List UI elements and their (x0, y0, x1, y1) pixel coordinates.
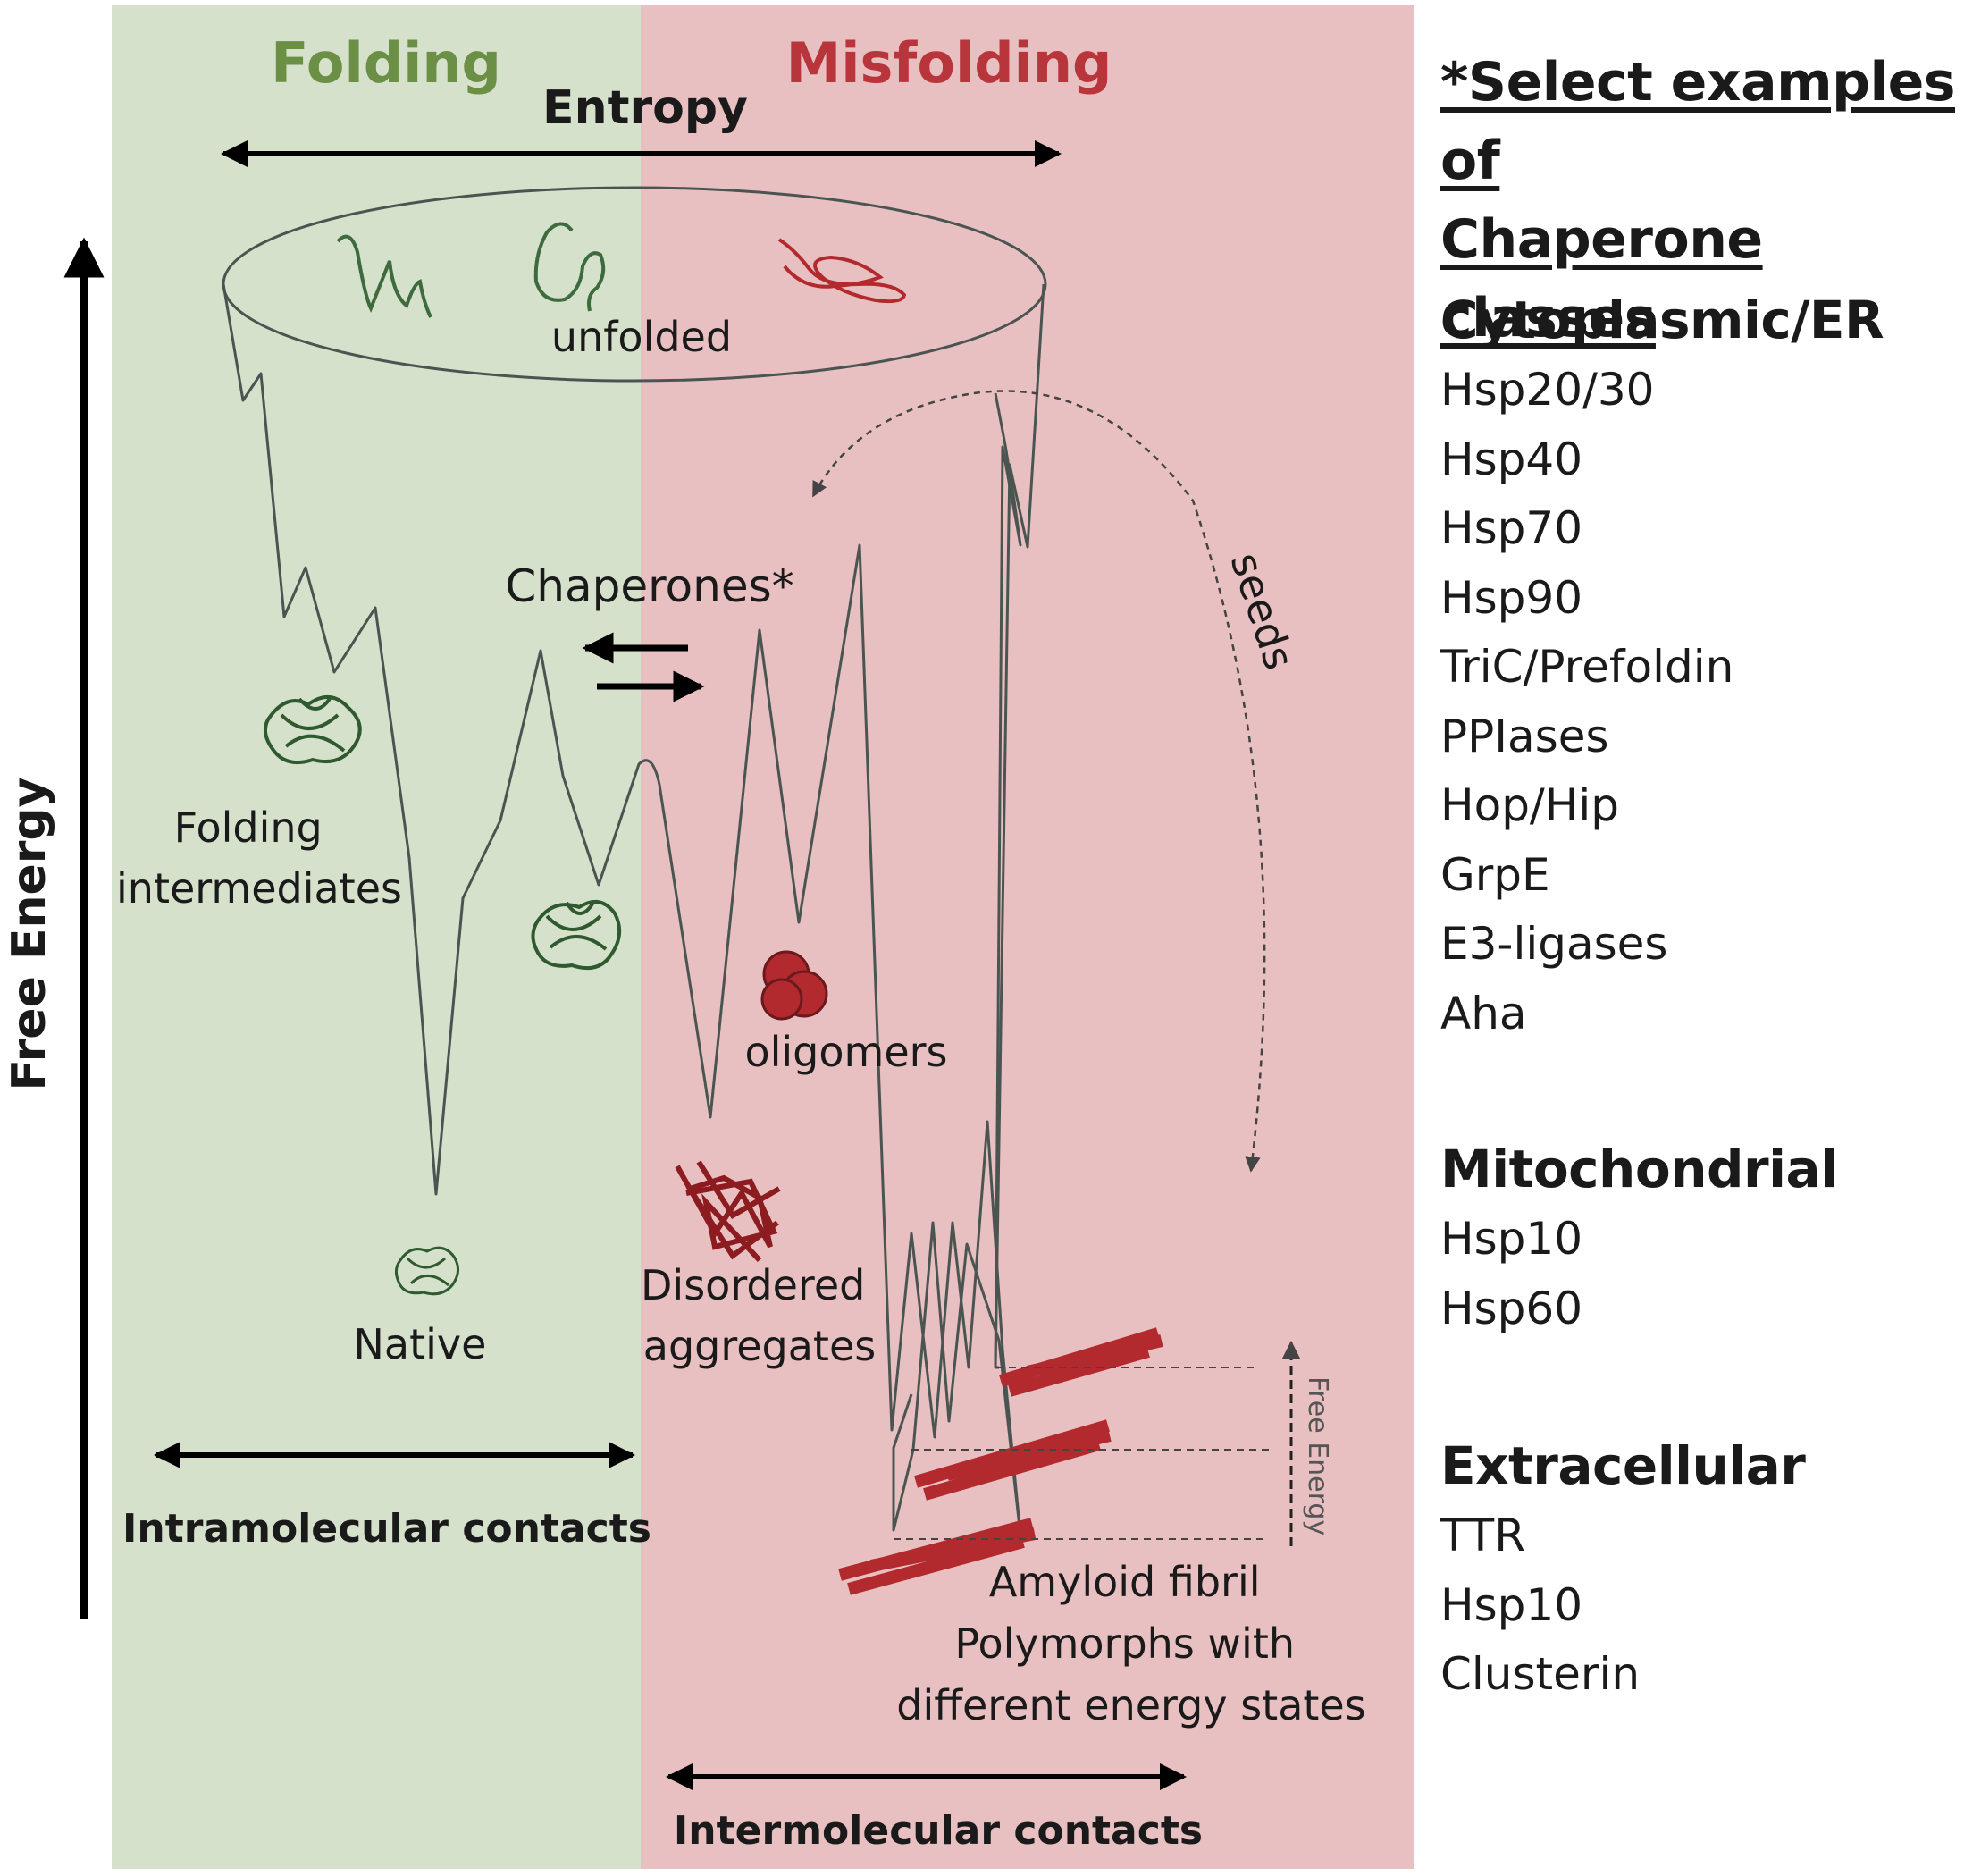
chaperone-legend: *Select examples of Chaperone classes Cy… (1440, 43, 1977, 1700)
folding-intermediates-line1: Folding (174, 803, 323, 852)
legend-item: E3-ligases (1440, 918, 1668, 970)
intramolecular-label: Intramolecular contacts (122, 1506, 651, 1552)
legend-item: Hsp20/30 (1440, 364, 1655, 416)
misfolding-heading: Misfolding (786, 30, 1112, 96)
legend-item: Hsp40 (1440, 433, 1583, 485)
amyloid-line3: different energy states (896, 1681, 1365, 1729)
free-energy-axis-label: Free Energy (3, 777, 56, 1090)
unfolded-chain-3 (777, 238, 907, 304)
legend-section-heading: Mitochondrial (1440, 1139, 1838, 1199)
disordered-aggregate (675, 1160, 781, 1263)
energy-landscape-line (222, 283, 1022, 1537)
legend-item: Hop/Hip (1440, 779, 1619, 831)
folding-intermediate-protein-1 (263, 695, 362, 764)
disordered-aggregates-line2: aggregates (643, 1322, 876, 1370)
unfolded-chain-2 (533, 222, 606, 312)
unfolded-label: unfolded (551, 313, 732, 361)
legend-title-line2: Chaperone classes (1440, 208, 1763, 349)
legend-section-cytoplasmic: Cytoplasmic/ER Hsp20/30 Hsp40 Hsp70 Hsp9… (1440, 284, 1884, 1048)
inset-free-energy-label: Free Energy (1302, 1376, 1333, 1535)
seeds-curve (811, 390, 1266, 1173)
legend-item: PPIases (1440, 710, 1609, 762)
chaperones-label: Chaperones* (505, 560, 793, 612)
unfolded-chain-1 (336, 234, 432, 318)
fibril-energy-levels (894, 1367, 1269, 1540)
legend-title: *Select examples of Chaperone classes (1440, 43, 1977, 358)
oligomer-spheres (760, 950, 828, 1021)
disordered-aggregates-line1: Disordered (641, 1261, 865, 1309)
amyloid-line1: Amyloid fibril (989, 1558, 1261, 1606)
amyloid-fibril-2 (914, 1419, 1112, 1501)
legend-title-line1: *Select examples of (1440, 51, 1956, 192)
intermolecular-label: Intermolecular contacts (674, 1808, 1203, 1854)
folding-intermediates-line2: intermediates (116, 864, 402, 913)
legend-item: TTR (1440, 1510, 1525, 1561)
disordered-aggregates-label: Disordered aggregates (641, 1261, 878, 1370)
legend-item: Hsp10 (1440, 1213, 1583, 1265)
legend-item: Hsp10 (1440, 1578, 1583, 1631)
legend-item: Hsp90 (1440, 571, 1583, 624)
folding-intermediate-protein-2 (531, 899, 622, 970)
legend-item: Hsp70 (1440, 502, 1583, 554)
legend-section-extracellular: Extracellular TTR Hsp10 Clusterin (1440, 1430, 1806, 1710)
oligomers-label: oligomers (744, 1028, 947, 1076)
amyloid-line2: Polymorphs with (954, 1619, 1295, 1668)
legend-item: Hsp60 (1440, 1282, 1583, 1334)
legend-item: GrpE (1440, 848, 1550, 901)
amyloid-label: Amyloid fibril Polymorphs with different… (896, 1558, 1365, 1729)
legend-section-heading: Cytoplasmic/ER (1440, 290, 1884, 350)
legend-item: Clusterin (1440, 1648, 1641, 1700)
native-label: Native (354, 1320, 487, 1368)
legend-section-heading: Extracellular (1440, 1435, 1806, 1496)
folding-intermediates-label: Folding intermediates (116, 803, 402, 913)
folding-heading: Folding (271, 30, 501, 96)
legend-section-mitochondrial: Mitochondrial Hsp10 Hsp60 (1440, 1133, 1838, 1343)
entropy-label: Entropy (542, 81, 748, 135)
legend-item: Aha (1440, 987, 1527, 1039)
native-protein (394, 1246, 459, 1296)
legend-item: TriC/Prefoldin (1440, 641, 1734, 693)
folding-region (112, 5, 641, 1869)
